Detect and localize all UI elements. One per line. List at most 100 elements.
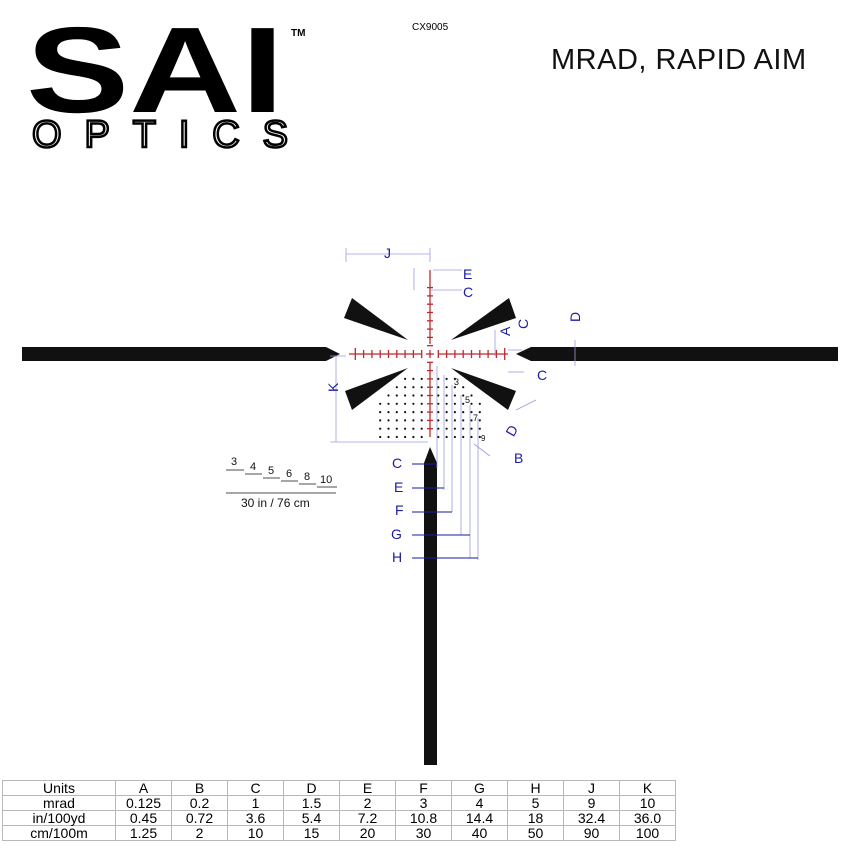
holdover-dot: [412, 411, 415, 414]
table-header-cell: E: [339, 780, 396, 796]
holdover-dot: [379, 402, 382, 405]
holdover-dot: [470, 419, 473, 422]
table-cell: 3.6: [227, 810, 284, 826]
holdover-dot: [462, 435, 465, 439]
holdover-dot: [437, 411, 440, 414]
table-cell: 0.2: [171, 795, 228, 811]
holdover-dot: [470, 435, 473, 439]
table-cell: 1.5: [283, 795, 340, 811]
ranging-number: 3: [231, 456, 237, 468]
label-j: J: [384, 245, 391, 261]
holdover-dot: [379, 419, 382, 422]
table-cell: 10.8: [395, 810, 452, 826]
holdover-dot: [462, 419, 465, 422]
table-cell: 30: [395, 825, 452, 841]
holdover-dot: [453, 394, 456, 397]
holdover-dot: [462, 427, 465, 430]
label-k: K: [325, 382, 341, 392]
holdover-dot: [387, 411, 390, 414]
holdover-dot: [404, 427, 407, 430]
ranging-number: 5: [268, 465, 274, 477]
table-cell: 1: [227, 795, 284, 811]
holdover-dot: [437, 435, 440, 439]
holdover-dot: [437, 419, 440, 422]
holdover-dot: [445, 394, 448, 397]
holdover-dot: [420, 394, 423, 397]
label-e-top: E: [463, 266, 472, 282]
holdover-dot: [404, 411, 407, 414]
table-header-cell: D: [283, 780, 340, 796]
table-cell: 5.4: [283, 810, 340, 826]
holdover-dot: [437, 394, 440, 397]
holdover-dot: [387, 402, 390, 405]
holdover-dot: [395, 402, 398, 405]
holdover-9: 9: [481, 434, 486, 443]
holdover-dot: [437, 427, 440, 430]
holdover-dot: [412, 427, 415, 430]
holdover-dot: [420, 419, 423, 422]
right-post: [516, 347, 838, 361]
holdover-dot: [395, 386, 398, 389]
table-cell: 15: [283, 825, 340, 841]
chevron-upper-right: [451, 298, 516, 340]
holdover-dot: [395, 411, 398, 414]
table-cell: 18: [507, 810, 564, 826]
holdover-dot: [404, 402, 407, 405]
table-cell: 90: [563, 825, 620, 841]
holdover-dot: [445, 386, 448, 389]
chevron-lower-right: [451, 368, 516, 410]
table-cell: 32.4: [563, 810, 620, 826]
holdover-dot: [437, 377, 440, 380]
holdover-dot: [379, 427, 382, 430]
holdover-dot: [470, 427, 473, 430]
holdover-dot: [445, 435, 448, 439]
chevron-upper-left: [344, 298, 408, 340]
dimension-guides: [330, 248, 576, 560]
table-header-cell: A: [115, 780, 172, 796]
logo-trademark: TM: [291, 28, 305, 39]
holdover-dot: [379, 435, 382, 439]
table-cell: 5: [507, 795, 564, 811]
table-cell: 100: [619, 825, 676, 841]
holdover-dot: [470, 394, 473, 397]
holdover-5: 5: [465, 395, 470, 405]
holdover-dot: [404, 386, 407, 389]
holdover-dot: [412, 419, 415, 422]
label-g: G: [391, 526, 402, 542]
holdover-dot: [420, 435, 423, 439]
holdover-dot: [412, 435, 415, 439]
left-post: [22, 347, 340, 361]
table-header-cell: J: [563, 780, 620, 796]
label-c-top: C: [463, 284, 473, 300]
ranging-number: 4: [250, 461, 256, 473]
table-header-cell: B: [171, 780, 228, 796]
holdover-dot: [395, 394, 398, 397]
holdover-3: 3: [454, 377, 459, 387]
ranging-caption: 30 in / 76 cm: [241, 496, 310, 510]
table-cell: cm/100m: [2, 825, 116, 841]
holdover-dot: [395, 435, 398, 439]
reticle-center-red: [349, 270, 508, 437]
holdover-dot: [404, 377, 407, 380]
holdover-dot: [412, 402, 415, 405]
logo-brand: SAI: [26, 2, 284, 138]
table-header-cell: F: [395, 780, 452, 796]
reticle-diagram: J E C A C D C K D B C E F G H 3 5 7 9 3 …: [22, 245, 838, 765]
holdover-dot: [420, 427, 423, 430]
sai-optics-logo: SAI OPTICS TM: [26, 2, 305, 157]
holdover-dot: [462, 386, 465, 389]
holdover-dot: [478, 411, 481, 414]
holdover-dot: [462, 394, 465, 397]
label-f: F: [395, 502, 404, 518]
holdover-dot: [453, 386, 456, 389]
table-cell: mrad: [2, 795, 116, 811]
table-cell: 14.4: [451, 810, 508, 826]
table-cell: 3: [395, 795, 452, 811]
reticle-title: MRAD, RAPID AIM: [551, 44, 807, 76]
holdover-dot: [395, 419, 398, 422]
ranging-scale: 3 4 5 6 8 10 30 in / 76 cm: [226, 456, 337, 510]
table-cell: 7.2: [339, 810, 396, 826]
table-cell: 40: [451, 825, 508, 841]
